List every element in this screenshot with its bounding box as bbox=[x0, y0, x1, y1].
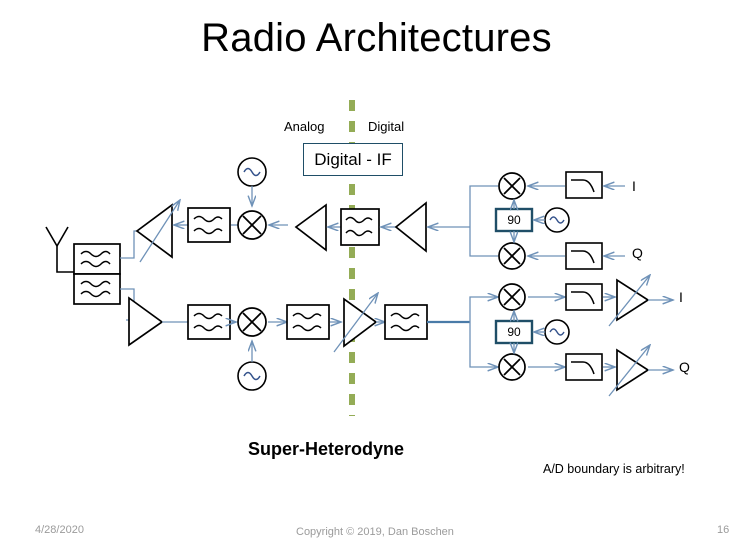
digital-if-filter bbox=[340, 208, 380, 246]
lowpass-filter-q-lower bbox=[565, 353, 603, 381]
wire-iq-upper-split bbox=[469, 185, 498, 227]
power-amplifier bbox=[128, 296, 164, 347]
iq-lower-i-label: I bbox=[679, 289, 683, 305]
analog-label: Analog bbox=[284, 119, 325, 134]
iq-oscillator-lower bbox=[544, 319, 570, 345]
rf-mixer bbox=[237, 210, 267, 240]
footer-date: 4/28/2020 bbox=[35, 524, 84, 536]
phase-shifter-upper-label: 90 bbox=[507, 213, 521, 227]
iq-oscillator-upper bbox=[544, 207, 570, 233]
tx-mixer bbox=[237, 307, 267, 337]
footer-copyright: Copyright © 2019, Dan Boschen bbox=[296, 526, 454, 538]
if-amplifier bbox=[294, 203, 327, 252]
tx-local-oscillator bbox=[237, 361, 267, 391]
digital-label: Digital bbox=[368, 119, 405, 134]
duplexer-tx-filter bbox=[73, 273, 121, 305]
iq-mixer-q-upper bbox=[498, 242, 526, 270]
iq-upper-q-label: Q bbox=[632, 245, 643, 261]
lowpass-filter-i-lower bbox=[565, 283, 603, 311]
antenna-icon bbox=[45, 226, 69, 265]
iq-mixer-i-upper bbox=[498, 172, 526, 200]
iq-upper-i-label: I bbox=[632, 178, 636, 194]
tx-if-filter bbox=[384, 304, 428, 340]
wire-iq-upper-split2 bbox=[469, 227, 498, 257]
wire-duplexer-to-lna bbox=[120, 230, 140, 259]
iq-mixer-q-lower bbox=[498, 353, 526, 381]
iq-lower-q-label: Q bbox=[679, 359, 690, 375]
output-vga-q bbox=[608, 345, 650, 397]
lowpass-filter-q-upper bbox=[565, 242, 603, 270]
rf-local-oscillator bbox=[237, 157, 267, 187]
wire-iq-lower-split bbox=[469, 297, 498, 322]
architecture-name: Super-Heterodyne bbox=[248, 439, 405, 459]
lna-variable-gain bbox=[135, 200, 180, 263]
rf-bandpass-filter bbox=[187, 207, 231, 243]
tx-bandpass-filter-2 bbox=[286, 304, 330, 340]
duplexer-rx-filter bbox=[73, 243, 121, 275]
lowpass-filter-i-upper bbox=[565, 171, 603, 199]
wire-iq-lower-split2 bbox=[469, 322, 498, 367]
boundary-note: A/D boundary is arbitrary! bbox=[543, 462, 685, 476]
iq-mixer-i-lower bbox=[498, 283, 526, 311]
output-vga-i bbox=[608, 275, 650, 327]
footer-page-number: 16 bbox=[717, 524, 730, 536]
tx-bandpass-filter-1 bbox=[187, 304, 231, 340]
phase-shifter-lower-label: 90 bbox=[507, 325, 521, 339]
if-output-amplifier bbox=[394, 201, 427, 253]
digital-if-box: Digital - IF bbox=[303, 143, 403, 176]
tx-variable-gain-amplifier bbox=[333, 293, 378, 353]
page-title: Radio Architectures bbox=[201, 16, 552, 60]
